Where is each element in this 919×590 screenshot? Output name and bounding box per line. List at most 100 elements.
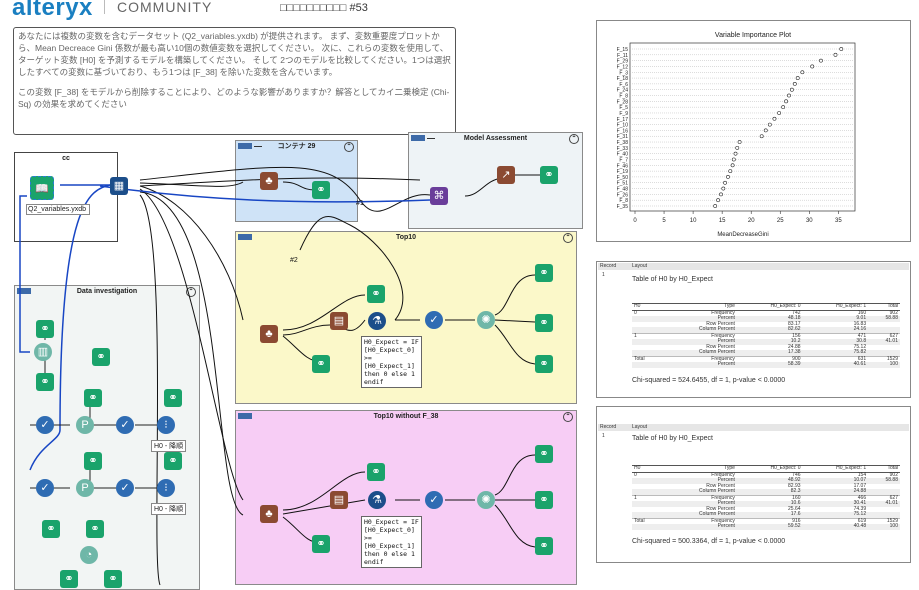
data-investigation-header: Data investigation ⌃	[15, 286, 199, 297]
collapse-icon[interactable]: ⌃	[563, 412, 573, 422]
binoculars-icon: ⚭	[539, 494, 549, 506]
browse-tool[interactable]: ⚭	[535, 355, 553, 373]
table-cell: 59.52	[788, 523, 801, 529]
browse-tool[interactable]: ⚭	[535, 537, 553, 555]
category-label: F_33	[617, 146, 629, 152]
category-label: F_26	[617, 192, 629, 198]
collapse-icon[interactable]: ⌃	[186, 287, 196, 297]
select-icon: ▦	[113, 180, 125, 192]
browse-tool[interactable]: ⚭	[36, 373, 54, 391]
browse-tool[interactable]: ⚭	[312, 535, 330, 553]
flask-icon: ⚗	[372, 494, 382, 506]
model-assessment-header: Model Assessment ⌃	[409, 133, 582, 144]
model-assessment-title: Model Assessment	[463, 135, 528, 142]
table-cell: 0	[634, 309, 637, 316]
table-cell: 82.62	[788, 326, 801, 332]
sort-tool[interactable]: ⁝	[157, 416, 175, 434]
data-point	[810, 64, 815, 69]
forest-model-tool[interactable]: ♣	[260, 172, 278, 190]
data-point	[792, 81, 797, 86]
filter-tool[interactable]: ✓	[116, 479, 134, 497]
table-cell: 30.8	[856, 338, 867, 344]
chi-square-result: Chi-squared = 524.6455, df = 1, p-value …	[632, 377, 786, 384]
community-label[interactable]: COMMUNITY	[117, 0, 213, 15]
contingency-tool[interactable]: ✺	[477, 311, 495, 329]
check-icon: ✓	[429, 494, 439, 506]
x-tick-label: 0	[633, 218, 637, 224]
forest-model-tool[interactable]: ♣	[260, 325, 278, 343]
model-compare-tool[interactable]: ↗	[497, 166, 515, 184]
select-tool[interactable]: ▦	[110, 177, 128, 195]
score-tool[interactable]: ▤	[330, 491, 348, 509]
browse-tool[interactable]: ⚭	[84, 452, 102, 470]
binoculars-icon: ⚭	[544, 169, 554, 181]
browse-tool[interactable]: ⚭	[367, 285, 385, 303]
select-records-tool[interactable]: ✓	[425, 311, 443, 329]
join-tool[interactable]: ⌘	[430, 187, 448, 205]
input-container[interactable]: cc	[14, 152, 118, 242]
filter-tool[interactable]: ✓	[116, 416, 134, 434]
browse-tool[interactable]: ⚭	[84, 389, 102, 407]
sort-tool[interactable]: ⁝	[157, 479, 175, 497]
plot-frame	[629, 42, 856, 212]
alteryx-logo[interactable]: alteryx	[12, 0, 93, 21]
select-records-tool[interactable]: ✓	[425, 491, 443, 509]
container-tag-icon	[238, 143, 252, 149]
collapse-icon[interactable]: ⌃	[344, 142, 354, 152]
container-tag-icon	[17, 288, 31, 294]
table-cell	[632, 524, 660, 530]
browse-tool[interactable]: ⚭	[86, 520, 104, 538]
table-cell: 74.39	[853, 505, 867, 512]
browse-tool[interactable]: ⚭	[535, 314, 553, 332]
check-icon: ✓	[120, 482, 130, 494]
browse-tool[interactable]: ⚭	[540, 166, 558, 184]
browse-tool[interactable]: ⚭	[312, 181, 330, 199]
category-label: F_50	[617, 175, 629, 181]
table-title: Table of H0 by H0_Expect	[632, 435, 713, 442]
report-panel-1: Record Layout 1 Table of H0 by H0_Expect…	[596, 261, 911, 398]
plot-tool[interactable]: P	[76, 479, 94, 497]
filter-tool[interactable]: ✓	[36, 479, 54, 497]
table-cell: 82.3	[790, 488, 801, 494]
tree-icon: ♣	[265, 508, 273, 520]
filter-tool[interactable]: ✓	[36, 416, 54, 434]
formula-tool[interactable]: ⚗	[368, 312, 386, 330]
browse-tool[interactable]: ⚭	[60, 570, 78, 588]
table-cell: 40.48	[853, 523, 867, 529]
field-summary-tool[interactable]: ▥	[34, 343, 52, 361]
top10-without-f38-header: Top10 without F_38 ⌃	[236, 411, 576, 422]
forest-model-tool[interactable]: ♣	[260, 505, 278, 523]
browse-tool[interactable]: ⚭	[535, 445, 553, 463]
category-label: F_8	[619, 198, 628, 204]
input-data-tool[interactable]: 📖	[30, 176, 54, 200]
browse-tool[interactable]: ⚭	[36, 320, 54, 338]
browse-tool[interactable]: ⚭	[367, 463, 385, 481]
check-icon: ✓	[40, 419, 50, 431]
score-tool[interactable]: ▤	[330, 312, 348, 330]
browse-tool[interactable]: ⚭	[535, 491, 553, 509]
formula-tool[interactable]: ⚗	[368, 491, 386, 509]
container-29[interactable]: コンテナ 29 ⌃	[235, 140, 358, 222]
top10-title: Top10	[395, 234, 417, 241]
browse-tool[interactable]: ⚭	[42, 520, 60, 538]
gear-icon: ✺	[481, 494, 491, 506]
histogram-tool[interactable]: ◔	[80, 546, 98, 564]
data-point	[819, 58, 823, 63]
table-title: Table of H0 by H0_Expect	[632, 276, 713, 283]
plot-tool[interactable]: P	[76, 416, 94, 434]
contingency-tool[interactable]: ✺	[477, 491, 495, 509]
browse-tool[interactable]: ⚭	[535, 264, 553, 282]
chi-square-result: Chi-squared = 500.3364, df = 1, p-value …	[632, 538, 786, 545]
binoculars-icon: ⚭	[316, 358, 326, 370]
browse-tool[interactable]: ⚭	[164, 389, 182, 407]
browse-tool[interactable]: ⚭	[104, 570, 122, 588]
collapse-icon[interactable]: ⌃	[569, 134, 579, 144]
collapse-icon[interactable]: ⌃	[563, 233, 573, 243]
browse-tool[interactable]: ⚭	[164, 452, 182, 470]
browse-tool[interactable]: ⚭	[92, 348, 110, 366]
browse-tool[interactable]: ⚭	[312, 355, 330, 373]
